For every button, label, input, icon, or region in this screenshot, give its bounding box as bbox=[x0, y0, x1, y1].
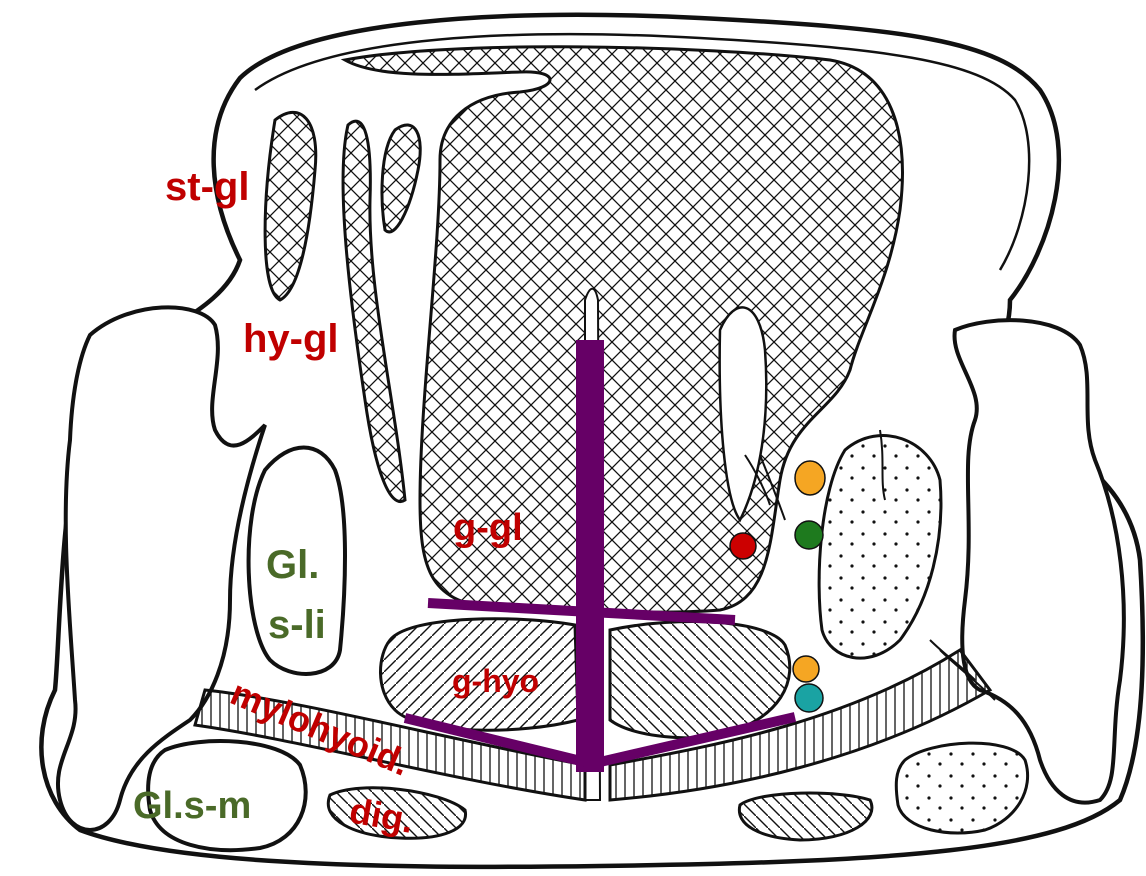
label-gl-s-li-line2: s-li bbox=[268, 603, 326, 647]
midline-vertical-bar bbox=[576, 340, 604, 772]
label-st-gl: st-gl bbox=[165, 165, 249, 209]
right-outer-lobe bbox=[955, 320, 1124, 802]
label-g-gl: g-gl bbox=[453, 507, 523, 549]
orange-dot-upper bbox=[795, 461, 825, 495]
digastric-right bbox=[739, 793, 872, 840]
styloglossus-column-1 bbox=[265, 112, 316, 300]
label-g-hyo: g-hyo bbox=[452, 663, 539, 699]
label-hy-gl: hy-gl bbox=[243, 317, 339, 361]
green-dot bbox=[795, 521, 823, 549]
label-gl-s-li-line1: Gl. bbox=[266, 543, 319, 587]
label-gl-s-m: Gl.s-m bbox=[133, 785, 251, 827]
orange-dot-lower bbox=[793, 656, 819, 682]
styloglossus-column-3 bbox=[382, 125, 420, 232]
sublingual-gland-right bbox=[819, 436, 941, 659]
submandibular-gland-right bbox=[896, 743, 1027, 833]
red-dot bbox=[730, 533, 756, 559]
teal-dot bbox=[795, 684, 823, 712]
